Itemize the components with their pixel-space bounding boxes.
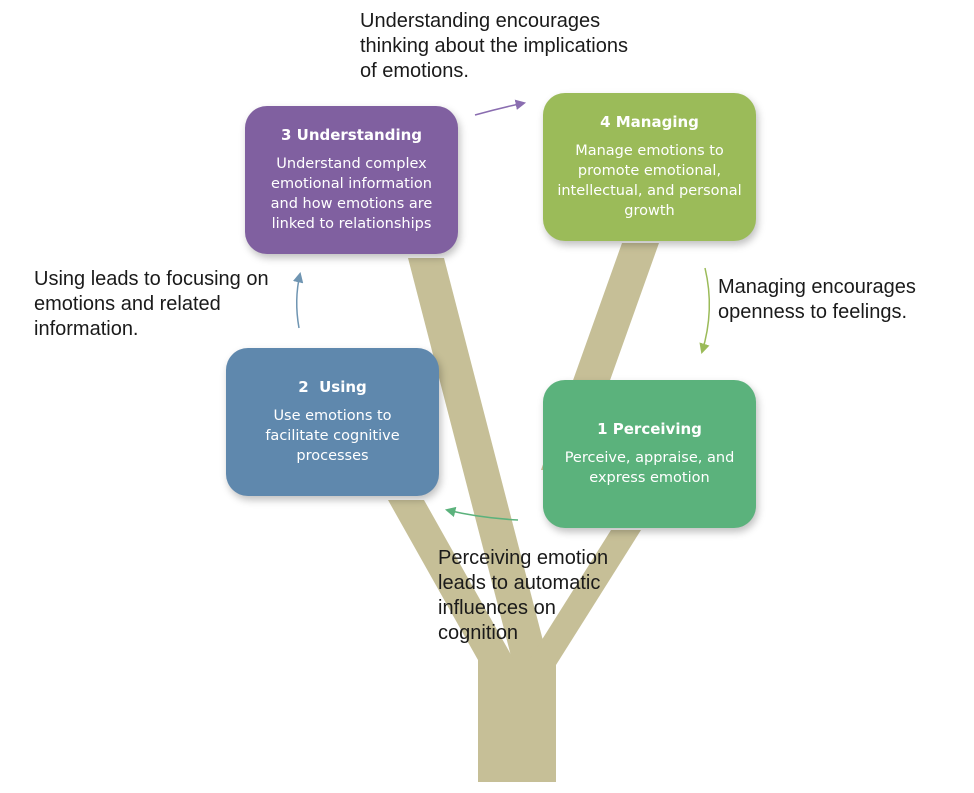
box-managing: 4 Managing Manage emotions to promote em… xyxy=(543,93,756,241)
box-understanding-title: 3 Understanding xyxy=(280,126,423,144)
box-managing-title: 4 Managing xyxy=(600,113,699,131)
box-understanding: 3 Understanding Understand complex emoti… xyxy=(245,106,458,254)
tree-trunk-and-branches xyxy=(388,243,659,782)
caption-understanding-to-managing: Understanding encourages thinking about … xyxy=(360,10,628,82)
arrow-perceiving-to-using xyxy=(444,506,519,521)
branch-using xyxy=(388,500,514,660)
box-using-title: 2 Using xyxy=(298,378,367,396)
branch-perceiving xyxy=(526,530,641,665)
branch-understanding xyxy=(408,258,548,660)
caption-managing-to-perceiving: Managing encourages openness to feelings… xyxy=(718,276,916,323)
arrow-understanding-to-managing xyxy=(474,99,527,116)
box-understanding-description: Understand complex emotional information… xyxy=(270,156,433,232)
box-perceiving-description: Perceive, appraise, and express emotion xyxy=(564,450,735,486)
box-perceiving: 1 Perceiving Perceive, appraise, and exp… xyxy=(543,380,756,528)
box-perceiving-title: 1 Perceiving xyxy=(597,420,702,438)
arrow-managing-to-perceiving xyxy=(699,267,711,355)
box-managing-description: Manage emotions to promote emotional, in… xyxy=(557,143,742,219)
arrow-using-to-understanding xyxy=(292,271,304,329)
caption-perceiving-to-using: Perceiving emotion leads to automatic in… xyxy=(438,547,609,644)
box-using-description: Use emotions to facilitate cognitive pro… xyxy=(265,408,400,464)
box-using: 2 Using Use emotions to facilitate cogni… xyxy=(226,348,439,496)
caption-using-to-understanding: Using leads to focusing on emotions and … xyxy=(34,268,269,340)
tree-trunk xyxy=(478,655,556,782)
